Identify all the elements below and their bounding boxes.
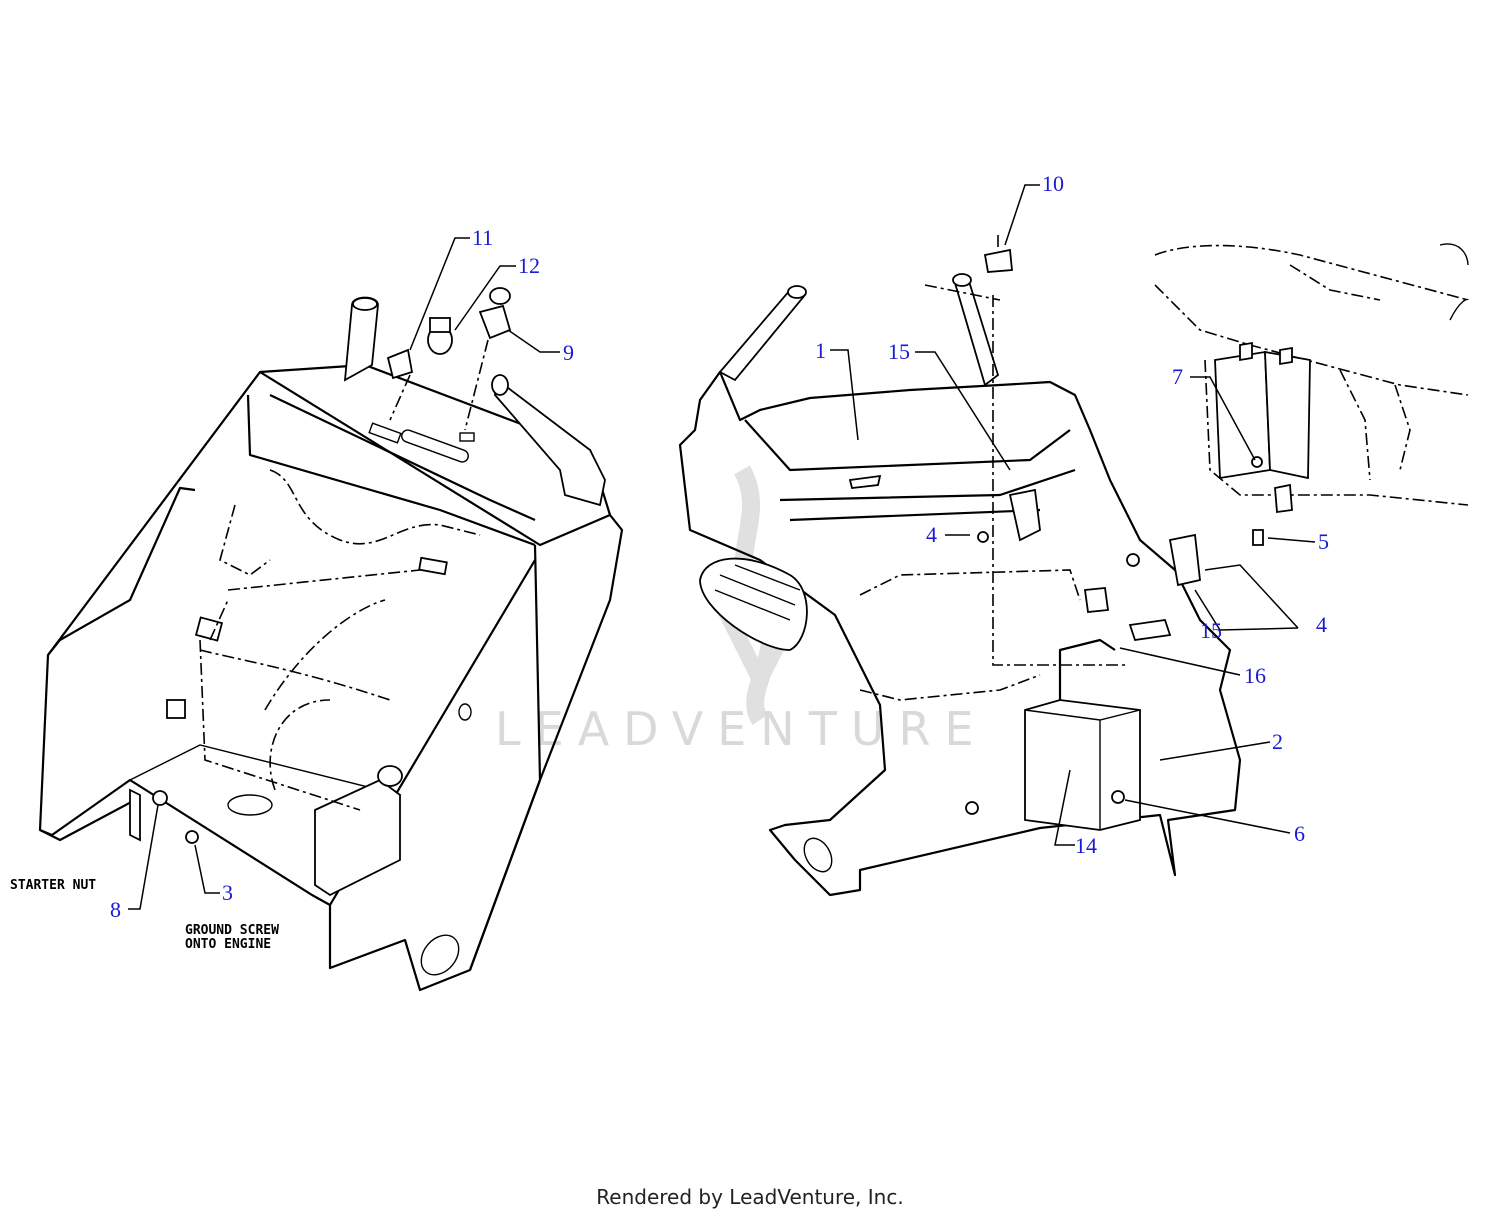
callout-12: 12 xyxy=(518,253,540,278)
callout-3: 3 xyxy=(222,880,233,905)
callout-5: 5 xyxy=(1318,529,1329,554)
watermark-text: LEADVENTURE xyxy=(495,702,988,756)
callout-16: 16 xyxy=(1244,663,1266,688)
callout-10: 10 xyxy=(1042,171,1064,196)
callout-4-right: 4 xyxy=(1316,612,1327,637)
assembly-notes: STARTER NUT GROUND SCREW ONTO ENGINE xyxy=(10,878,279,952)
callout-15-top: 15 xyxy=(888,339,910,364)
right-detail-inset xyxy=(1154,243,1469,546)
callout-8: 8 xyxy=(110,897,121,922)
callout-4-center: 4 xyxy=(926,522,937,547)
callout-2: 2 xyxy=(1272,729,1283,754)
callout-9: 9 xyxy=(563,340,574,365)
note-starter-nut: STARTER NUT xyxy=(10,878,96,893)
callout-15-right: 15 xyxy=(1200,618,1222,643)
callout-7: 7 xyxy=(1172,364,1183,389)
note-ground-screw-line2: ONTO ENGINE xyxy=(185,937,271,952)
callout-1: 1 xyxy=(815,338,826,363)
callout-leaders xyxy=(128,184,1316,910)
footer-credit: Rendered by LeadVenture, Inc. xyxy=(596,1185,904,1209)
left-frame-assembly xyxy=(38,287,624,992)
center-frame-assembly xyxy=(678,235,1242,897)
callout-6: 6 xyxy=(1294,821,1305,846)
callout-11: 11 xyxy=(472,225,493,250)
callout-labels: 10 11 12 9 1 15 7 4 5 15 4 16 2 6 14 8 3 xyxy=(110,171,1329,922)
note-ground-screw-line1: GROUND SCREW xyxy=(185,923,279,938)
callout-14: 14 xyxy=(1075,833,1097,858)
